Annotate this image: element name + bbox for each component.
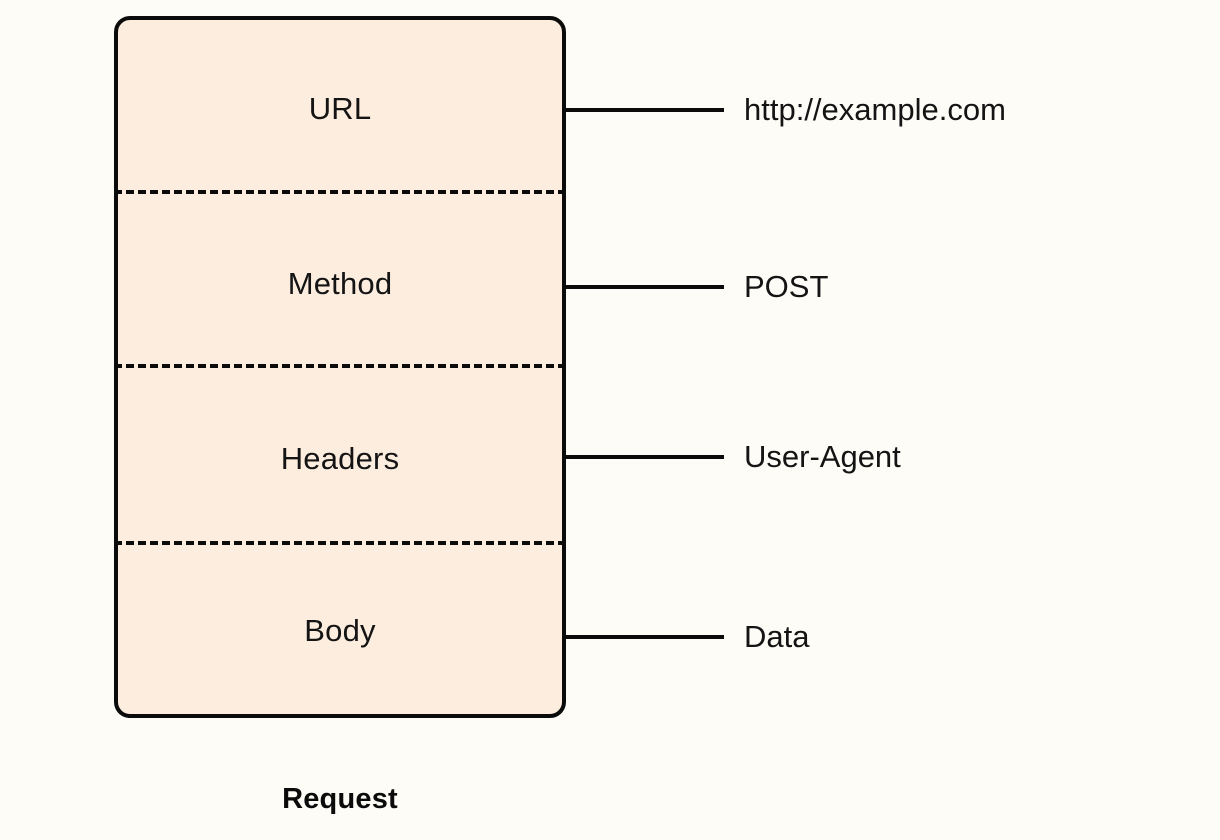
leader-line-headers xyxy=(566,455,724,459)
segment-body: Body xyxy=(118,547,562,714)
divider-method-headers xyxy=(114,364,566,368)
diagram-caption: Request xyxy=(282,783,398,815)
leader-line-body xyxy=(566,635,724,639)
divider-url-method xyxy=(114,190,566,194)
segment-label-headers: Headers xyxy=(280,441,400,476)
annotation-method: POST xyxy=(744,269,829,304)
segment-headers: Headers xyxy=(118,370,562,547)
annotation-body: Data xyxy=(744,619,810,654)
segment-url: URL xyxy=(118,20,562,196)
segment-label-method: Method xyxy=(287,265,393,301)
leader-line-url xyxy=(566,108,724,112)
segment-label-body: Body xyxy=(304,613,376,648)
segment-method: Method xyxy=(118,196,562,370)
annotation-headers: User-Agent xyxy=(744,439,901,474)
annotation-url: http://example.com xyxy=(744,92,1006,127)
divider-headers-body xyxy=(114,541,566,545)
leader-line-method xyxy=(566,285,724,289)
segment-label-url: URL xyxy=(308,90,372,126)
